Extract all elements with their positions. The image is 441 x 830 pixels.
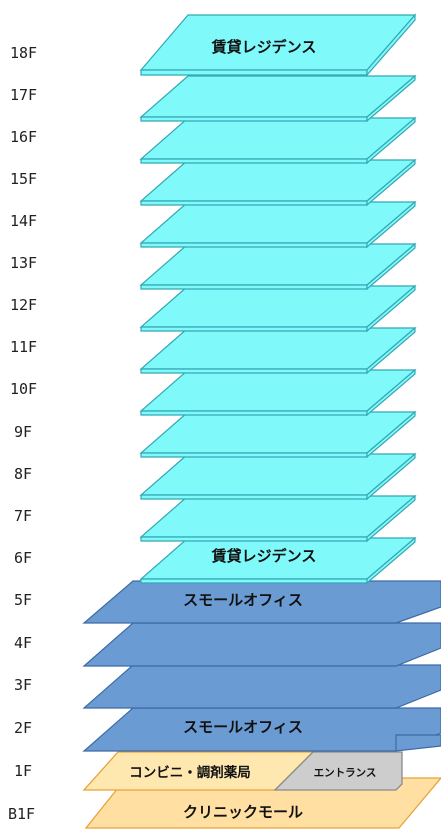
slab-13f xyxy=(139,242,417,291)
slab-16f-side xyxy=(366,116,416,165)
slab-13f-side xyxy=(366,242,416,291)
slab-7f-side xyxy=(366,494,416,543)
floor-label-6f: 6F xyxy=(14,549,32,567)
floor-label-8f: 8F xyxy=(14,465,32,483)
slab-11f-side xyxy=(366,326,416,375)
floor-label-17f: 17F xyxy=(10,86,37,104)
floor-label-13f: 13F xyxy=(10,254,37,272)
slab-8f xyxy=(139,452,417,501)
slab-4f xyxy=(82,622,441,667)
residence-6f-label: 賃貸レジデンス xyxy=(211,547,317,565)
slab-11f-edge xyxy=(140,368,368,374)
slab-12f-edge xyxy=(140,326,368,332)
slab-17f-edge xyxy=(140,116,368,122)
slab-16f-edge xyxy=(140,158,368,164)
slab-18f-edge xyxy=(140,69,368,76)
residence-18f-label: 賃貸レジデンス xyxy=(211,38,317,56)
floor-label-15f: 15F xyxy=(10,170,37,188)
slab-15f xyxy=(139,158,417,207)
clinic-mall-label: クリニックモール xyxy=(183,803,303,821)
retail-label: コンビニ・調剤薬局 xyxy=(129,764,251,781)
slab-15f-side xyxy=(366,158,416,207)
slab-10f-edge xyxy=(140,410,368,416)
slab-9f-edge xyxy=(140,452,368,458)
floor-label-4f: 4F xyxy=(14,634,32,652)
slab-10f xyxy=(139,368,417,417)
slab-7f xyxy=(139,494,417,543)
slab-8f-edge xyxy=(140,494,368,500)
floor-label-1f: 1F xyxy=(14,762,32,780)
slab-14f xyxy=(139,200,417,249)
entrance-label: エントランス xyxy=(314,767,377,779)
slab-6f: 賃貸レジデンス xyxy=(139,536,417,585)
floor-label-7f: 7F xyxy=(14,507,32,525)
slab-2f: スモールオフィス xyxy=(82,707,441,752)
floor-label-9f: 9F xyxy=(14,423,32,441)
slab-10f-side xyxy=(366,368,416,417)
slab-14f-side xyxy=(366,200,416,249)
slab-17f-side xyxy=(366,74,416,123)
slab-1f: コンビニ・調剤薬局 エントランス xyxy=(82,751,403,791)
slab-13f-edge xyxy=(140,284,368,290)
slab-15f-edge xyxy=(140,200,368,206)
slab-9f-side xyxy=(366,410,416,459)
floor-label-5f: 5F xyxy=(14,591,32,609)
slab-6f-edge xyxy=(140,578,368,584)
floor-label-11f: 11F xyxy=(10,338,37,356)
slab-6f-side xyxy=(366,536,416,585)
small-office-2f-label: スモールオフィス xyxy=(183,718,303,736)
slab-12f-side xyxy=(366,284,416,333)
slab-16f xyxy=(139,116,417,165)
slab-3f-top xyxy=(82,664,441,709)
floor-label-10f: 10F xyxy=(10,380,37,398)
slab-12f xyxy=(139,284,417,333)
slab-11f xyxy=(139,326,417,375)
slab-9f xyxy=(139,410,417,459)
floor-label-3f: 3F xyxy=(14,676,32,694)
slab-18f: 賃貸レジデンス xyxy=(139,13,417,77)
slab-5f: スモールオフィス xyxy=(82,580,441,624)
slab-5f-top xyxy=(82,580,441,624)
slab-4f-top xyxy=(82,622,441,667)
slab-17f xyxy=(139,74,417,123)
slab-1f-entrance xyxy=(273,751,403,791)
floor-label-b1f: B1F xyxy=(8,805,35,823)
floor-label-2f: 2F xyxy=(14,719,32,737)
slab-3f xyxy=(82,664,441,709)
floor-label-18f: 18F xyxy=(10,44,37,62)
floor-label-column: 18F 17F 16F 15F 14F 13F 12F 11F 10F 9F 8… xyxy=(8,44,37,823)
slab-2f-edge xyxy=(395,734,441,752)
floor-label-14f: 14F xyxy=(10,212,37,230)
floor-label-16f: 16F xyxy=(10,128,37,146)
slab-14f-edge xyxy=(140,242,368,248)
slab-8f-side xyxy=(366,452,416,501)
slab-7f-edge xyxy=(140,536,368,542)
small-office-5f-label: スモールオフィス xyxy=(183,591,303,609)
floor-label-12f: 12F xyxy=(10,296,37,314)
slab-18f-side xyxy=(366,13,416,77)
